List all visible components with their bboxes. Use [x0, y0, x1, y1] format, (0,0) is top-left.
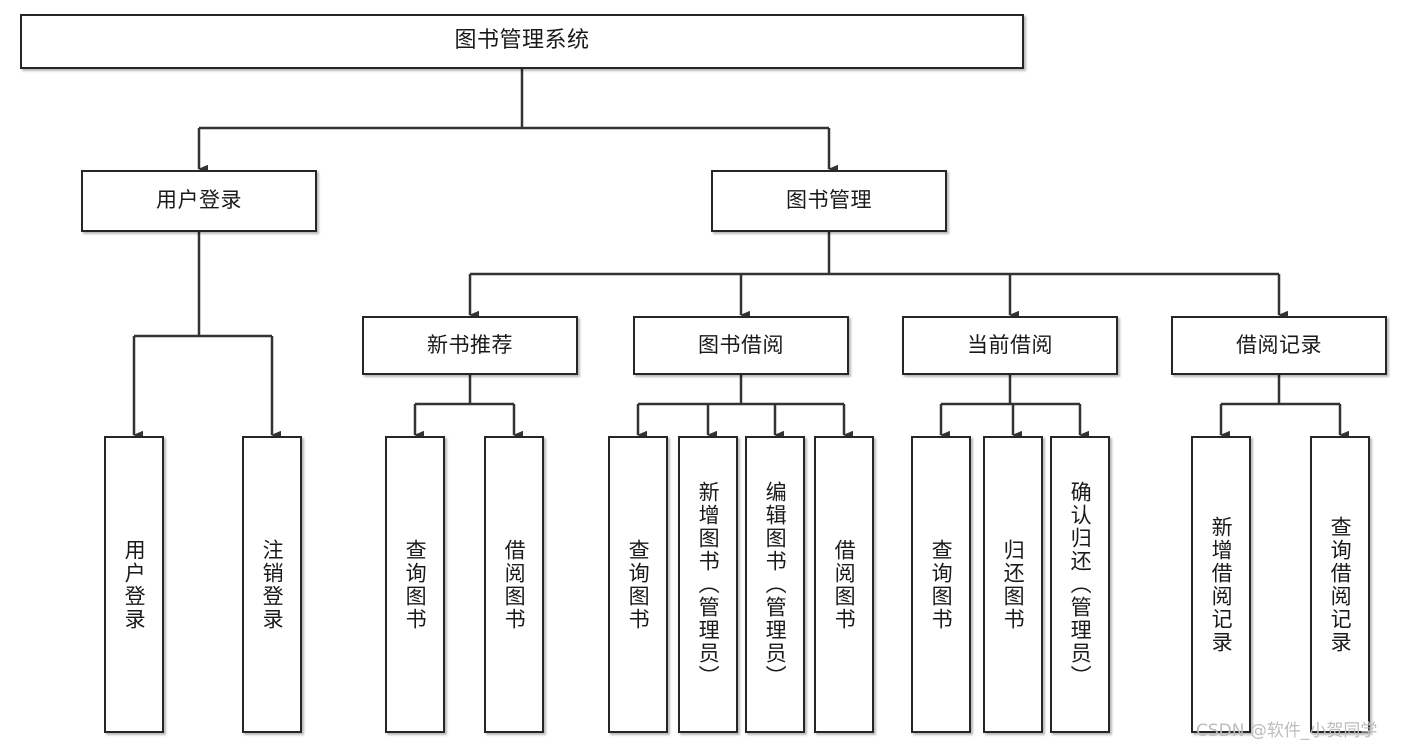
- node-borrow-record[interactable]: 借阅记录: [1171, 316, 1387, 375]
- leaf-borrow-book-1-label: 借阅图书: [502, 538, 527, 631]
- node-book-manage[interactable]: 图书管理: [711, 170, 947, 232]
- node-current-borrow[interactable]: 当前借阅: [902, 316, 1118, 375]
- node-user-login-label: 用户登录: [156, 188, 242, 213]
- leaf-query-book-2[interactable]: 查询图书: [608, 436, 668, 733]
- leaf-return-book[interactable]: 归还图书: [983, 436, 1043, 733]
- leaf-borrow-book-2[interactable]: 借阅图书: [814, 436, 874, 733]
- node-root[interactable]: 图书管理系统: [20, 14, 1024, 69]
- node-new-book-recommend-label: 新书推荐: [427, 332, 513, 357]
- leaf-query-borrow-record[interactable]: 查询借阅记录: [1310, 436, 1370, 733]
- leaf-add-book-label: 新增图书（管理员）: [696, 481, 721, 688]
- leaf-edit-book-label: 编辑图书（管理员）: [763, 481, 788, 688]
- leaf-logout-label: 注销登录: [260, 538, 285, 631]
- leaf-borrow-book-1[interactable]: 借阅图书: [484, 436, 544, 733]
- node-book-borrow[interactable]: 图书借阅: [633, 316, 849, 375]
- leaf-return-book-label: 归还图书: [1001, 538, 1026, 631]
- leaf-query-borrow-record-label: 查询借阅记录: [1328, 515, 1353, 654]
- leaf-confirm-return[interactable]: 确认归还（管理员）: [1050, 436, 1110, 733]
- leaf-query-book-2-label: 查询图书: [626, 538, 651, 631]
- leaf-logout[interactable]: 注销登录: [242, 436, 302, 733]
- csdn-watermark: CSDN @软件_小贺同学: [1196, 721, 1378, 741]
- node-book-borrow-label: 图书借阅: [698, 332, 784, 357]
- node-book-manage-label: 图书管理: [786, 188, 872, 213]
- edge-paths: [132, 69, 1349, 440]
- leaf-query-book-1[interactable]: 查询图书: [385, 436, 445, 733]
- leaf-user-login-label: 用户登录: [122, 538, 147, 631]
- node-current-borrow-label: 当前借阅: [967, 332, 1053, 357]
- leaf-borrow-book-2-label: 借阅图书: [832, 538, 857, 631]
- node-user-login[interactable]: 用户登录: [81, 170, 317, 232]
- leaf-add-borrow-record[interactable]: 新增借阅记录: [1191, 436, 1251, 733]
- leaf-confirm-return-label: 确认归还（管理员）: [1068, 481, 1093, 688]
- leaf-query-book-1-label: 查询图书: [403, 538, 428, 631]
- node-root-label: 图书管理系统: [454, 28, 590, 54]
- leaf-query-book-3-label: 查询图书: [929, 538, 954, 631]
- node-new-book-recommend[interactable]: 新书推荐: [362, 316, 578, 375]
- node-borrow-record-label: 借阅记录: [1236, 332, 1322, 357]
- leaf-query-book-3[interactable]: 查询图书: [911, 436, 971, 733]
- leaf-add-borrow-record-label: 新增借阅记录: [1209, 515, 1234, 654]
- leaf-user-login[interactable]: 用户登录: [104, 436, 164, 733]
- leaf-edit-book[interactable]: 编辑图书（管理员）: [745, 436, 805, 733]
- leaf-add-book[interactable]: 新增图书（管理员）: [678, 436, 738, 733]
